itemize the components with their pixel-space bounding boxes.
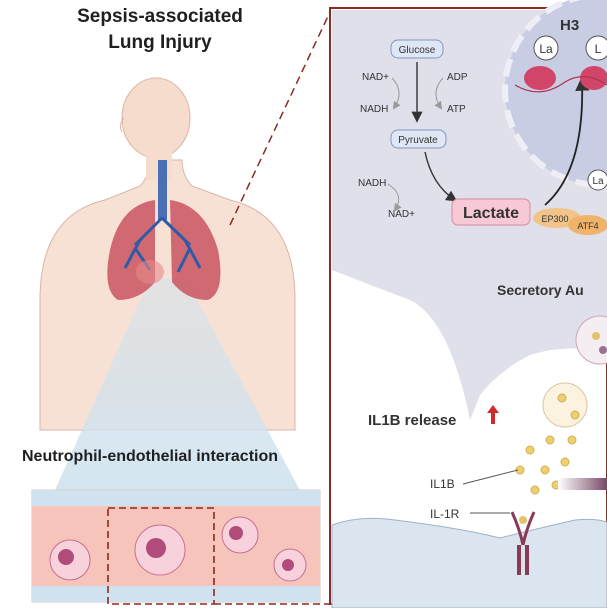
- nadh-label-2: NADH: [358, 178, 386, 189]
- nad-plus-label-1: NAD+: [362, 72, 389, 83]
- atp-cycle-arrow: [434, 77, 444, 110]
- nad-plus-label-2: NAD+: [388, 209, 415, 220]
- glucose-label: Glucose: [399, 45, 436, 56]
- la-label-3: La: [592, 176, 604, 187]
- atp-label: ATP: [447, 104, 466, 115]
- vessel-panel: [31, 489, 321, 603]
- trachea: [158, 160, 167, 220]
- lactylation-arrow: [544, 76, 590, 206]
- zoom-box: [107, 507, 215, 605]
- atf4-label: ATF4: [577, 221, 598, 231]
- nad-cycle-arrow-1: [391, 77, 401, 110]
- increase-arrow-icon: [487, 405, 499, 424]
- autophagosome: [575, 315, 607, 365]
- lungs: [107, 160, 221, 300]
- zoom-cone: [55, 278, 300, 490]
- lactate-arrow: [424, 151, 458, 202]
- dna-strand: [514, 76, 607, 93]
- il1r-receptor: [510, 511, 536, 575]
- la-bubble-3: [587, 169, 607, 191]
- release-vesicle: [542, 382, 588, 428]
- lactate-label: Lactate: [463, 205, 519, 222]
- lactate-box: [451, 198, 531, 226]
- nad-cycle-arrow-2: [387, 183, 402, 212]
- la-bubble-2: [585, 35, 607, 61]
- secretory-label: Secretory Au: [497, 282, 584, 298]
- histone-1: [524, 66, 556, 90]
- h3-label: H3: [560, 17, 579, 34]
- il1r-label: IL-1R: [430, 507, 460, 521]
- zoom-line-top: [229, 11, 331, 226]
- adp-label: ADP: [447, 72, 468, 83]
- figure-title-line1: Sepsis-associated: [77, 6, 243, 27]
- endothelial-cell: [331, 517, 607, 608]
- pyruvate-label: Pyruvate: [398, 135, 438, 146]
- nadh-label-1: NADH: [360, 104, 388, 115]
- il1b-pointer: [462, 469, 519, 485]
- la-label-2: L: [595, 42, 602, 56]
- gradient-bar: [558, 478, 607, 490]
- nucleus: [502, 0, 607, 188]
- il1b-label: IL1B: [430, 477, 455, 491]
- il1b-release-label: IL1B release: [368, 412, 456, 429]
- la-bubble-1: [533, 35, 559, 61]
- figure-title-line2: Lung Injury: [108, 32, 212, 53]
- pyruvate-box: [390, 129, 447, 149]
- atf4-blob: [568, 215, 607, 235]
- vessel-panel-title: Neutrophil-endothelial interaction: [22, 448, 279, 465]
- la-label-1: La: [539, 42, 553, 56]
- glucose-box: [390, 39, 444, 59]
- ep300-label: EP300: [541, 214, 568, 224]
